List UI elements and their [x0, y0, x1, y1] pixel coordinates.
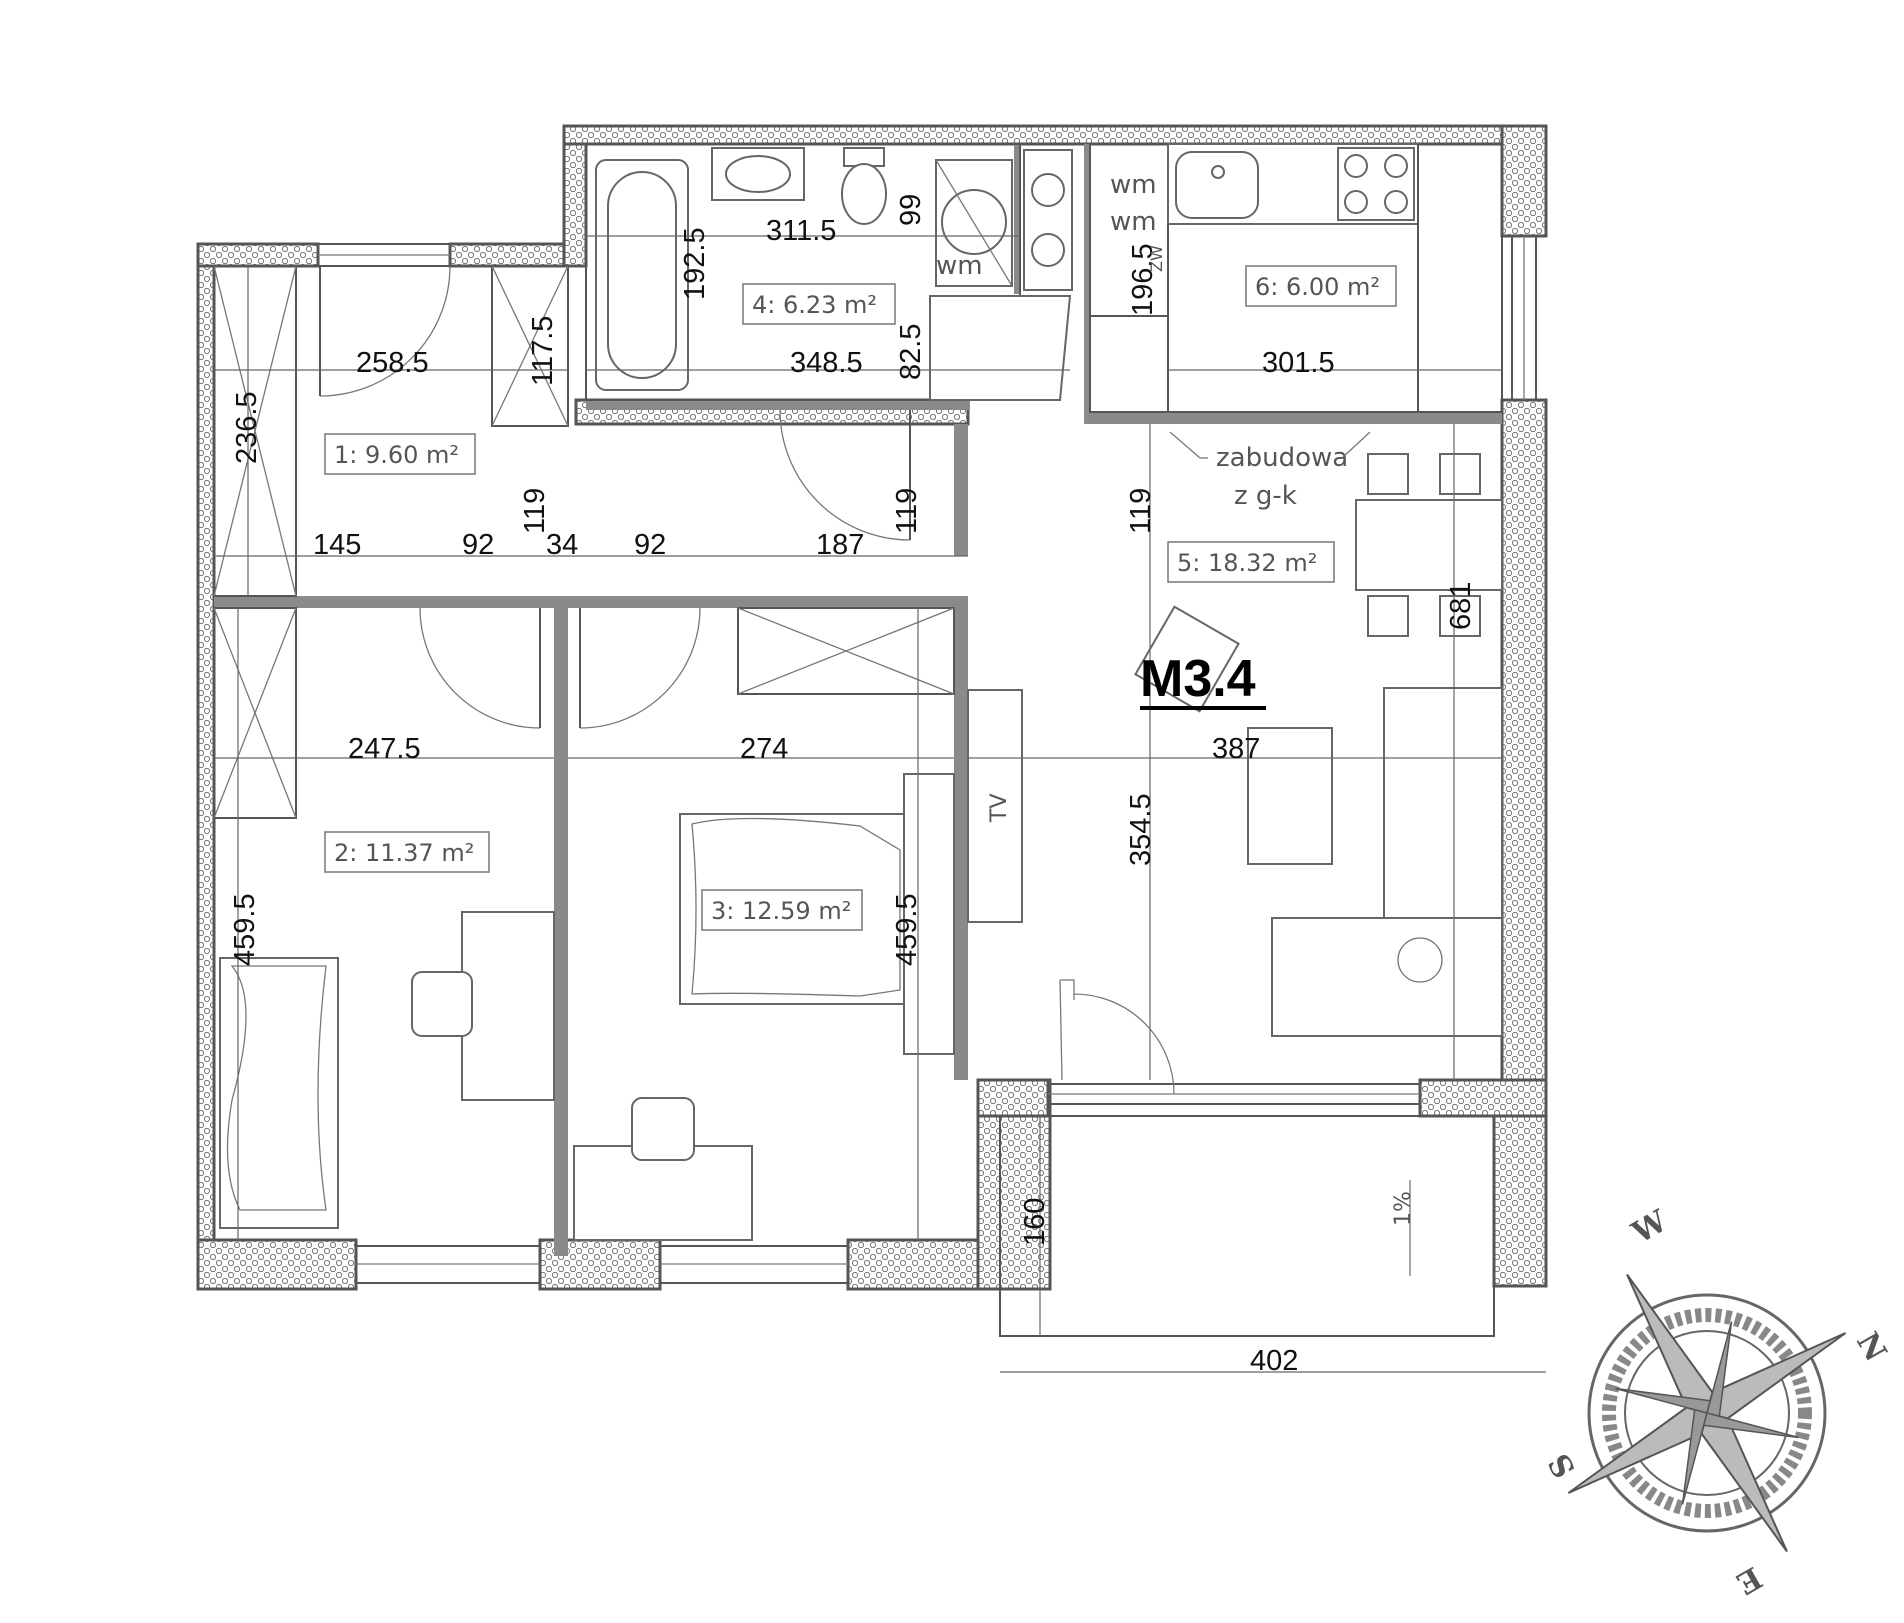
plan-title: M3.4	[1140, 650, 1256, 708]
room-labels: 1: 9.60 m² 2: 11.37 m² 3: 12.59 m² 4: 6.…	[324, 265, 1397, 931]
compass-rose-icon	[1567, 1273, 1847, 1553]
interior-walls	[214, 144, 1502, 1256]
room-5-label: 5: 18.32 m²	[1177, 549, 1317, 577]
dim-160: 160	[1019, 1198, 1051, 1246]
exterior-walls	[196, 124, 1548, 1291]
dim-301-5: 301.5	[1262, 347, 1335, 379]
dim-192-5: 192.5	[679, 227, 711, 300]
dim-82-5: 82.5	[895, 324, 927, 380]
room-5-furniture	[967, 453, 1503, 1095]
dimension-texts: 311.5 348.5 301.5 258.5 145 92 34 92 187…	[229, 194, 1477, 1377]
annotation-zabudowa-2: z g-k	[1234, 481, 1297, 511]
compass-e: E	[1730, 1559, 1767, 1601]
dim-311-5: 311.5	[766, 215, 836, 247]
annotation-zabudowa: zabudowa	[1216, 443, 1348, 473]
room-1-furniture	[213, 265, 911, 597]
annotation-wm-2: wm	[1110, 207, 1157, 237]
annotation-wm-1: wm	[1110, 170, 1157, 200]
dim-681: 681	[1445, 582, 1477, 630]
room-6-label: 6: 6.00 m²	[1255, 273, 1380, 301]
dim-92b: 92	[634, 529, 666, 561]
balcony	[999, 1115, 1495, 1337]
dim-99: 99	[895, 194, 927, 226]
dim-354-5: 354.5	[1125, 793, 1157, 866]
dim-258-5: 258.5	[356, 347, 429, 379]
room-2-label: 2: 11.37 m²	[334, 839, 474, 867]
room-6-kitchen	[1089, 143, 1503, 413]
room-2-furniture	[213, 607, 555, 1229]
dim-348-5: 348.5	[790, 347, 863, 379]
dimension-lines	[214, 235, 1546, 1373]
dim-119b: 119	[891, 488, 923, 534]
compass-n: N	[1849, 1327, 1893, 1368]
annotation-tv: TV	[987, 794, 1012, 824]
dim-119a: 119	[519, 488, 551, 534]
room-4-bathroom	[585, 143, 1073, 401]
annotations: wm wm wm ZW zabudowa z g-k TV 1%	[936, 170, 1416, 1226]
windows	[317, 235, 1537, 1284]
dim-187: 187	[816, 529, 864, 561]
dim-34: 34	[546, 529, 578, 561]
room-4-label: 4: 6.23 m²	[752, 291, 877, 319]
dim-459-5b: 459.5	[891, 893, 923, 966]
compass-w: W	[1626, 1203, 1675, 1251]
dim-402: 402	[1250, 1345, 1298, 1377]
dim-274: 274	[740, 733, 788, 765]
annotation-wm-3: wm	[936, 251, 983, 281]
dim-247-5: 247.5	[348, 733, 421, 765]
dim-145: 145	[313, 529, 361, 561]
annotation-slope: 1%	[1391, 1191, 1416, 1226]
dim-387: 387	[1212, 733, 1260, 765]
compass-s: S	[1542, 1447, 1583, 1483]
dim-119c: 119	[1125, 488, 1157, 534]
room-1-label: 1: 9.60 m²	[334, 441, 459, 469]
annotation-zw: ZW	[1147, 245, 1166, 272]
dim-117-5: 117.5	[527, 316, 559, 386]
room-3-label: 3: 12.59 m²	[711, 897, 851, 925]
dim-236-5: 236.5	[231, 391, 263, 464]
dim-92a: 92	[462, 529, 494, 561]
dim-196-5: 196.5	[1127, 243, 1159, 316]
dim-459-5a: 459.5	[229, 893, 261, 966]
